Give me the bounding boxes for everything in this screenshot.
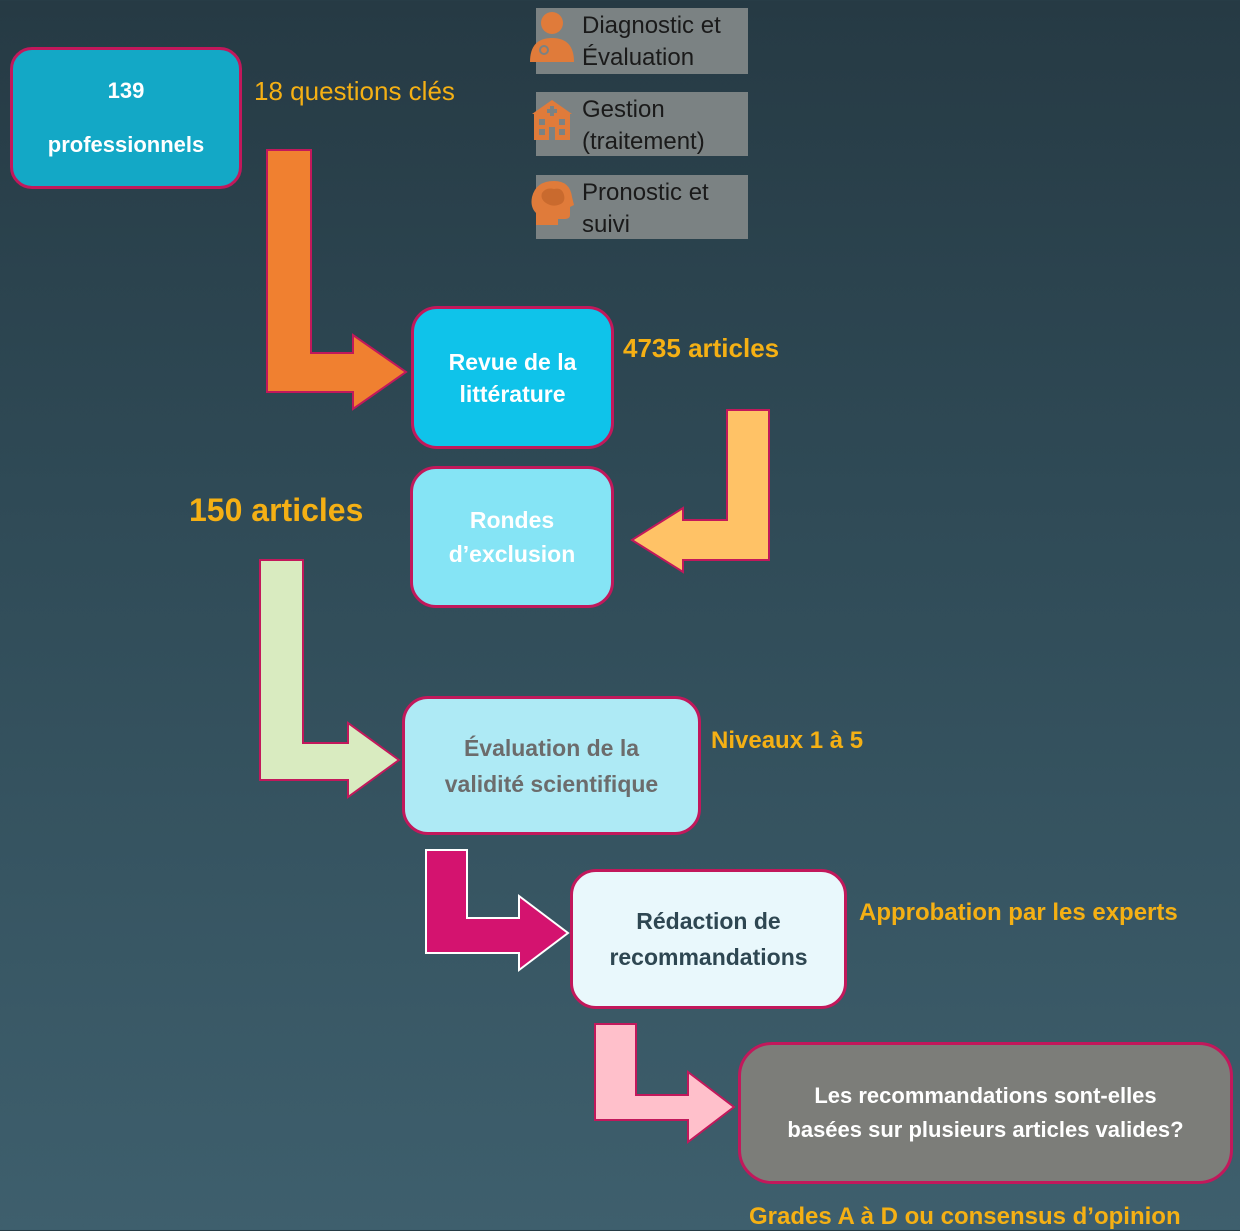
arrow-to-validity-question — [594, 1023, 736, 1145]
legend-diagnostic-text: Diagnostic et Évaluation — [582, 12, 721, 71]
arrow-to-recommendation-drafting — [425, 849, 570, 973]
label-articles-found: 4735 articles — [623, 333, 780, 363]
legend-management: Gestion (traitement) — [532, 92, 748, 156]
validity-question-text: Les recommandations sont-elles basées su… — [787, 1083, 1184, 1142]
hospital-icon — [532, 100, 572, 140]
legend-management-text: Gestion (traitement) — [582, 96, 705, 155]
brain-head-icon — [531, 181, 574, 225]
label-evidence-levels: Niveaux 1 à 5 — [711, 727, 864, 754]
legend-prognosis-text: Pronostic et suivi — [582, 179, 709, 238]
box-literature-review: Revue de la littérature — [411, 306, 614, 449]
professionals-label: professionnels — [47, 132, 205, 157]
arrow-to-literature-review — [266, 149, 408, 411]
label-articles-kept: 150 articles — [189, 492, 364, 528]
legend-prognosis: Pronostic et suivi — [531, 175, 748, 239]
recommendation-drafting-text: Rédaction de recommandations — [609, 908, 808, 970]
box-validity-assessment: Évaluation de la validité scientifique — [402, 696, 701, 835]
box-validity-question: Les recommandations sont-elles basées su… — [738, 1042, 1233, 1184]
professionals-count: 139 — [107, 78, 145, 103]
box-recommendation-drafting: Rédaction de recommandations — [570, 869, 847, 1009]
arrow-to-validity-assessment — [259, 559, 401, 799]
exclusion-rounds-text: Rondes d’exclusion — [448, 507, 576, 567]
legend-diagnostic: Diagnostic et Évaluation — [530, 8, 748, 74]
literature-review-text: Revue de la littérature — [448, 348, 577, 407]
arrow-to-exclusion-rounds — [630, 409, 770, 574]
box-exclusion-rounds: Rondes d’exclusion — [410, 466, 614, 608]
box-professionals: 139 professionnels — [10, 47, 242, 189]
label-expert-approval: Approbation par les experts — [859, 899, 1178, 926]
label-key-questions: 18 questions clés — [254, 76, 455, 106]
doctor-icon — [530, 12, 574, 62]
label-grades: Grades A à D ou consensus d’opinion — [749, 1203, 1181, 1230]
validity-assessment-text: Évaluation de la validité scientifique — [444, 734, 659, 797]
